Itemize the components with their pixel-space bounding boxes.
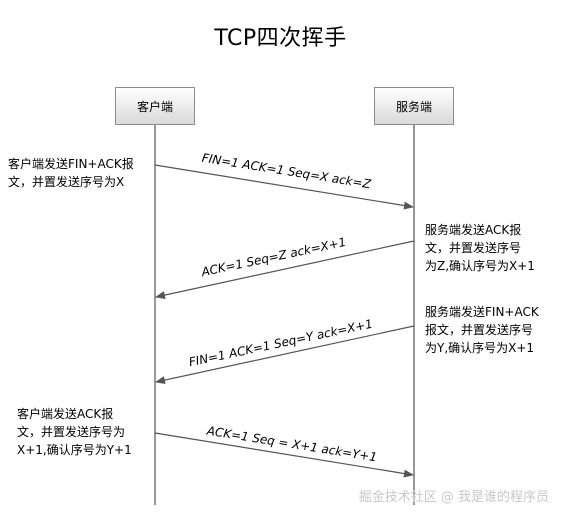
client-label: 客户端	[136, 99, 173, 114]
message-arrow-4	[154, 432, 414, 478]
client-box: 客户端	[115, 87, 195, 125]
client-note-1: 客户端发送FIN+ACK报 文，并置发送序号为X	[8, 157, 134, 189]
message-arrow-1	[154, 164, 414, 210]
watermark: 掘金技术社区 @ 我是谁的程序员	[358, 490, 549, 505]
server-box: 服务端	[374, 87, 454, 125]
message-arrow-2	[155, 240, 415, 299]
diagram-title: TCP四次挥手	[214, 26, 347, 51]
server-note-1: 服务端发送ACK报 文，并置发送序号 为Z,确认序号为X+1	[425, 223, 535, 273]
server-note-2: 服务端发送FIN+ACK 报文，并置发送序号 为Y,确认序号为X+1	[425, 305, 539, 355]
message-arrow-3	[155, 325, 415, 384]
client-note-2: 客户端发送ACK报 文，并置发送序号为 X+1,确认序号为Y+1	[17, 407, 132, 457]
server-label: 服务端	[395, 99, 432, 114]
